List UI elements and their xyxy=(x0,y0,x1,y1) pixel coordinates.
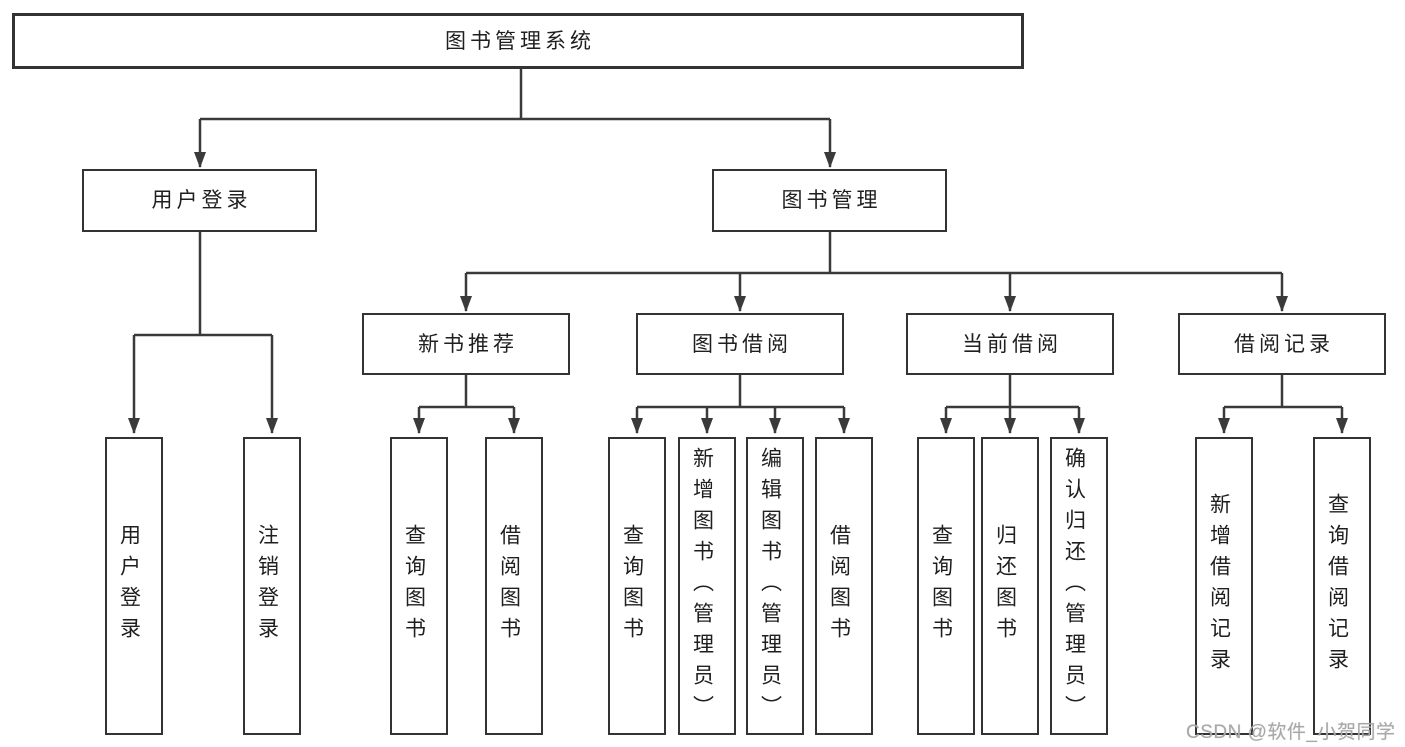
node-borrow-records-label: 借阅记录 xyxy=(1234,332,1334,356)
leaf-cb-confirm-return-admin: 确认归还（管理员） xyxy=(1050,437,1108,735)
leaf-bb-query-book-label: 查询图书 xyxy=(620,524,644,648)
node-user-login: 用户登录 xyxy=(82,169,317,232)
leaf-bb-edit-book-admin: 编辑图书（管理员） xyxy=(746,437,804,735)
leaf-user-login-label: 用户登录 xyxy=(117,524,141,648)
node-book-borrow: 图书借阅 xyxy=(636,313,844,375)
node-new-book-recommend-label: 新书推荐 xyxy=(418,332,518,356)
leaf-br-query-record: 查询借阅记录 xyxy=(1313,437,1371,735)
leaf-bb-edit-book-admin-label: 编辑图书（管理员） xyxy=(758,446,782,726)
leaf-user-login: 用户登录 xyxy=(105,437,163,735)
leaf-nb-borrow-book-label: 借阅图书 xyxy=(497,524,521,648)
leaf-cb-return-book: 归还图书 xyxy=(981,437,1039,735)
node-root-system: 图书管理系统 xyxy=(12,13,1024,69)
leaf-br-add-record-label: 新增借阅记录 xyxy=(1207,493,1231,679)
leaf-nb-query-book: 查询图书 xyxy=(390,437,448,735)
node-current-borrow-label: 当前借阅 xyxy=(962,332,1062,356)
leaf-logout: 注销登录 xyxy=(243,437,301,735)
node-root-label: 图书管理系统 xyxy=(445,29,595,53)
leaf-nb-borrow-book: 借阅图书 xyxy=(485,437,543,735)
leaf-nb-query-book-label: 查询图书 xyxy=(402,524,426,648)
node-user-login-label: 用户登录 xyxy=(151,189,252,212)
leaf-bb-query-book: 查询图书 xyxy=(608,437,666,735)
csdn-watermark: CSDN @软件_小贺同学 xyxy=(1186,722,1396,743)
leaf-logout-label: 注销登录 xyxy=(255,524,279,648)
leaf-bb-borrow-book: 借阅图书 xyxy=(815,437,873,735)
leaf-bb-add-book-admin: 新增图书（管理员） xyxy=(678,437,736,735)
node-borrow-records: 借阅记录 xyxy=(1178,313,1386,375)
leaf-br-add-record: 新增借阅记录 xyxy=(1195,437,1253,735)
node-book-management-label: 图书管理 xyxy=(781,189,882,212)
node-book-management: 图书管理 xyxy=(712,169,947,232)
node-book-borrow-label: 图书借阅 xyxy=(692,332,792,356)
node-current-borrow: 当前借阅 xyxy=(906,313,1114,375)
leaf-bb-borrow-book-label: 借阅图书 xyxy=(827,524,851,648)
leaf-cb-query-book-label: 查询图书 xyxy=(929,524,953,648)
leaf-br-query-record-label: 查询借阅记录 xyxy=(1325,493,1349,679)
node-new-book-recommend: 新书推荐 xyxy=(362,313,570,375)
leaf-cb-confirm-return-admin-label: 确认归还（管理员） xyxy=(1062,446,1086,726)
leaf-bb-add-book-admin-label: 新增图书（管理员） xyxy=(690,446,714,726)
leaf-cb-return-book-label: 归还图书 xyxy=(993,524,1017,648)
leaf-cb-query-book: 查询图书 xyxy=(917,437,975,735)
